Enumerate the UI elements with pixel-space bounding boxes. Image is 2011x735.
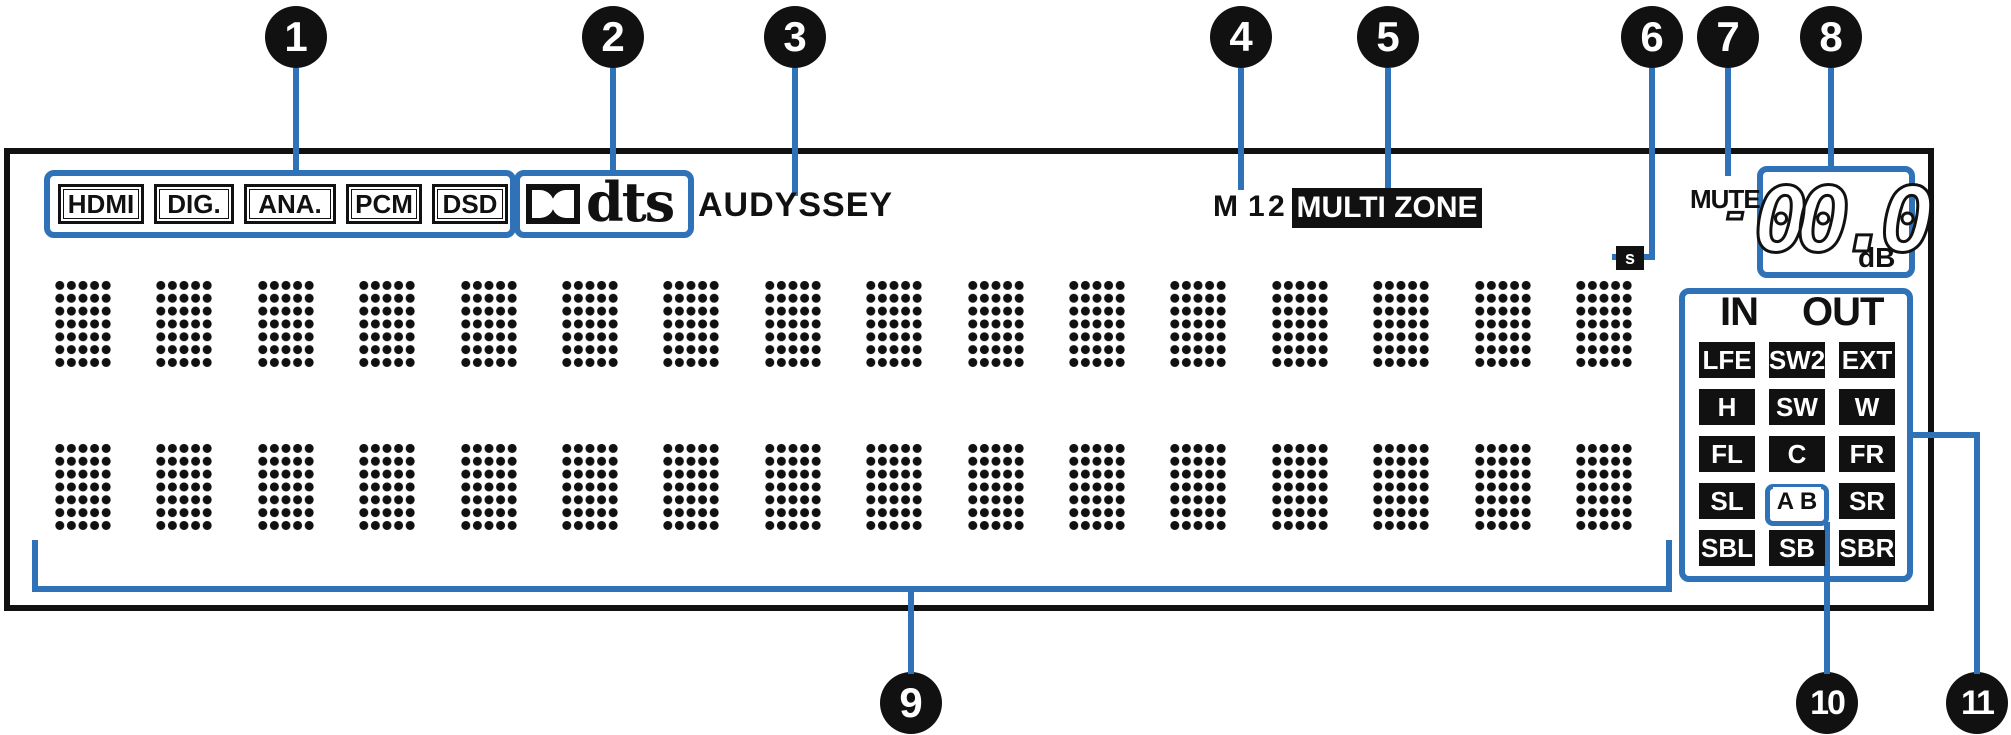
dot-matrix-char [1169,279,1228,369]
channel-panel-group [1679,288,1913,582]
leader-line-4 [1238,68,1244,190]
dot-matrix-char [459,279,518,369]
dot-matrix-char [1473,279,1532,369]
leader-line-10 [1824,522,1830,674]
channel-indicator-fr: FR [1839,436,1895,472]
callout-10: 10 [1796,672,1858,734]
dot-matrix-char [358,279,417,369]
callout-5: 5 [1357,6,1419,68]
dot-matrix-bracket [32,586,1672,592]
mute-indicator: MUTE [1690,184,1761,214]
input-indicators-group [44,170,516,238]
sleep-indicator: s [1616,246,1644,270]
pcm-indicator: PCM [346,184,422,224]
volume-group [1757,166,1915,278]
volume-digits: 00.0 [1753,167,1937,275]
dot-matrix-char [561,442,619,532]
zone-main-indicator: M [1213,190,1238,223]
channel-indicator-sb: SB [1769,530,1825,566]
callout-1: 1 [265,6,327,68]
hdmi-indicator: HDMI [58,184,144,224]
dot-matrix-char [1372,279,1431,369]
dot-matrix-char [763,279,822,369]
channel-indicator-c: C [1769,436,1825,472]
channel-in-label: IN [1720,290,1759,334]
zone-1-indicator: 1 [1248,190,1265,223]
dot-matrix-char [1575,442,1633,532]
dolby-icon [526,184,580,224]
decoder-indicators-group [514,170,694,238]
dot-matrix-char [561,279,619,369]
dot-matrix-char [1068,442,1126,532]
dot-matrix-char [1068,279,1126,369]
dot-matrix-char [865,442,924,532]
callout-4: 4 [1210,6,1272,68]
dot-matrix-char [1575,279,1633,369]
dot-matrix-char [1169,442,1228,532]
channel-indicator-sw: SW [1769,389,1825,425]
dot-matrix-char [1270,279,1329,369]
dot-matrix-char [256,279,315,369]
leader-line-3 [792,68,798,196]
leader-line-11-v [1974,432,1980,674]
leader-line-11-h [1908,432,1980,438]
analog-indicator: ANA. [244,184,336,224]
dot-matrix-char [358,442,417,532]
leader-line-9 [908,590,914,674]
dot-matrix-char [256,442,315,532]
volume-minus-sign: - [1721,185,1752,242]
dot-matrix-char [54,279,112,369]
callout-7: 7 [1697,6,1759,68]
multi-zone-indicator: MULTI ZONE [1292,188,1482,228]
leader-line-5 [1385,68,1391,190]
channel-indicator-lfe: LFE [1699,342,1755,378]
dot-matrix-char [966,279,1025,369]
channel-indicator-ab: A B [1773,487,1821,517]
callout-6: 6 [1621,6,1683,68]
dot-matrix-char [763,442,822,532]
dot-matrix-char [155,279,214,369]
channel-indicator-ext: EXT [1839,342,1895,378]
channel-indicator-sl: SL [1699,483,1755,519]
display-frame [4,148,1934,611]
zone-2-indicator: 2 [1268,190,1285,223]
dsd-indicator: DSD [432,184,508,224]
leader-line-2 [610,68,616,172]
dot-matrix-bracket-right [1666,540,1672,592]
dot-matrix-char [54,442,112,532]
channel-indicator-fl: FL [1699,436,1755,472]
speaker-ab-group [1765,484,1829,526]
dot-matrix-char [1270,442,1329,532]
dot-matrix-char [1473,442,1532,532]
dot-matrix-char [662,442,721,532]
leader-line-8 [1828,68,1834,170]
dot-matrix-char [966,442,1025,532]
callout-11: 11 [1946,672,2008,734]
dot-matrix-char [1372,442,1431,532]
dot-matrix-char [662,279,721,369]
callout-3: 3 [764,6,826,68]
channel-indicator-sbl: SBL [1699,530,1755,566]
channel-indicator-sw2: SW2 [1769,342,1825,378]
volume-db-unit: dB [1858,242,1896,273]
dot-matrix-char [155,442,214,532]
dot-matrix-char [459,442,518,532]
channel-indicator-sbr: SBR [1839,530,1895,566]
leader-line-6 [1649,68,1655,260]
leader-line-1 [293,68,299,172]
audyssey-indicator: AUDYSSEY [698,186,894,224]
channel-indicator-sr: SR [1839,483,1895,519]
callout-8: 8 [1800,6,1862,68]
dot-matrix-char [865,279,924,369]
channel-indicator-w: W [1839,389,1895,425]
callout-9: 9 [880,672,942,734]
dts-logo: dts [586,170,675,234]
channel-indicator-h: H [1699,389,1755,425]
callout-2: 2 [582,6,644,68]
channel-out-label: OUT [1802,290,1884,334]
digital-indicator: DIG. [154,184,234,224]
leader-line-7 [1725,68,1731,176]
dot-matrix-bracket-left [32,540,38,592]
